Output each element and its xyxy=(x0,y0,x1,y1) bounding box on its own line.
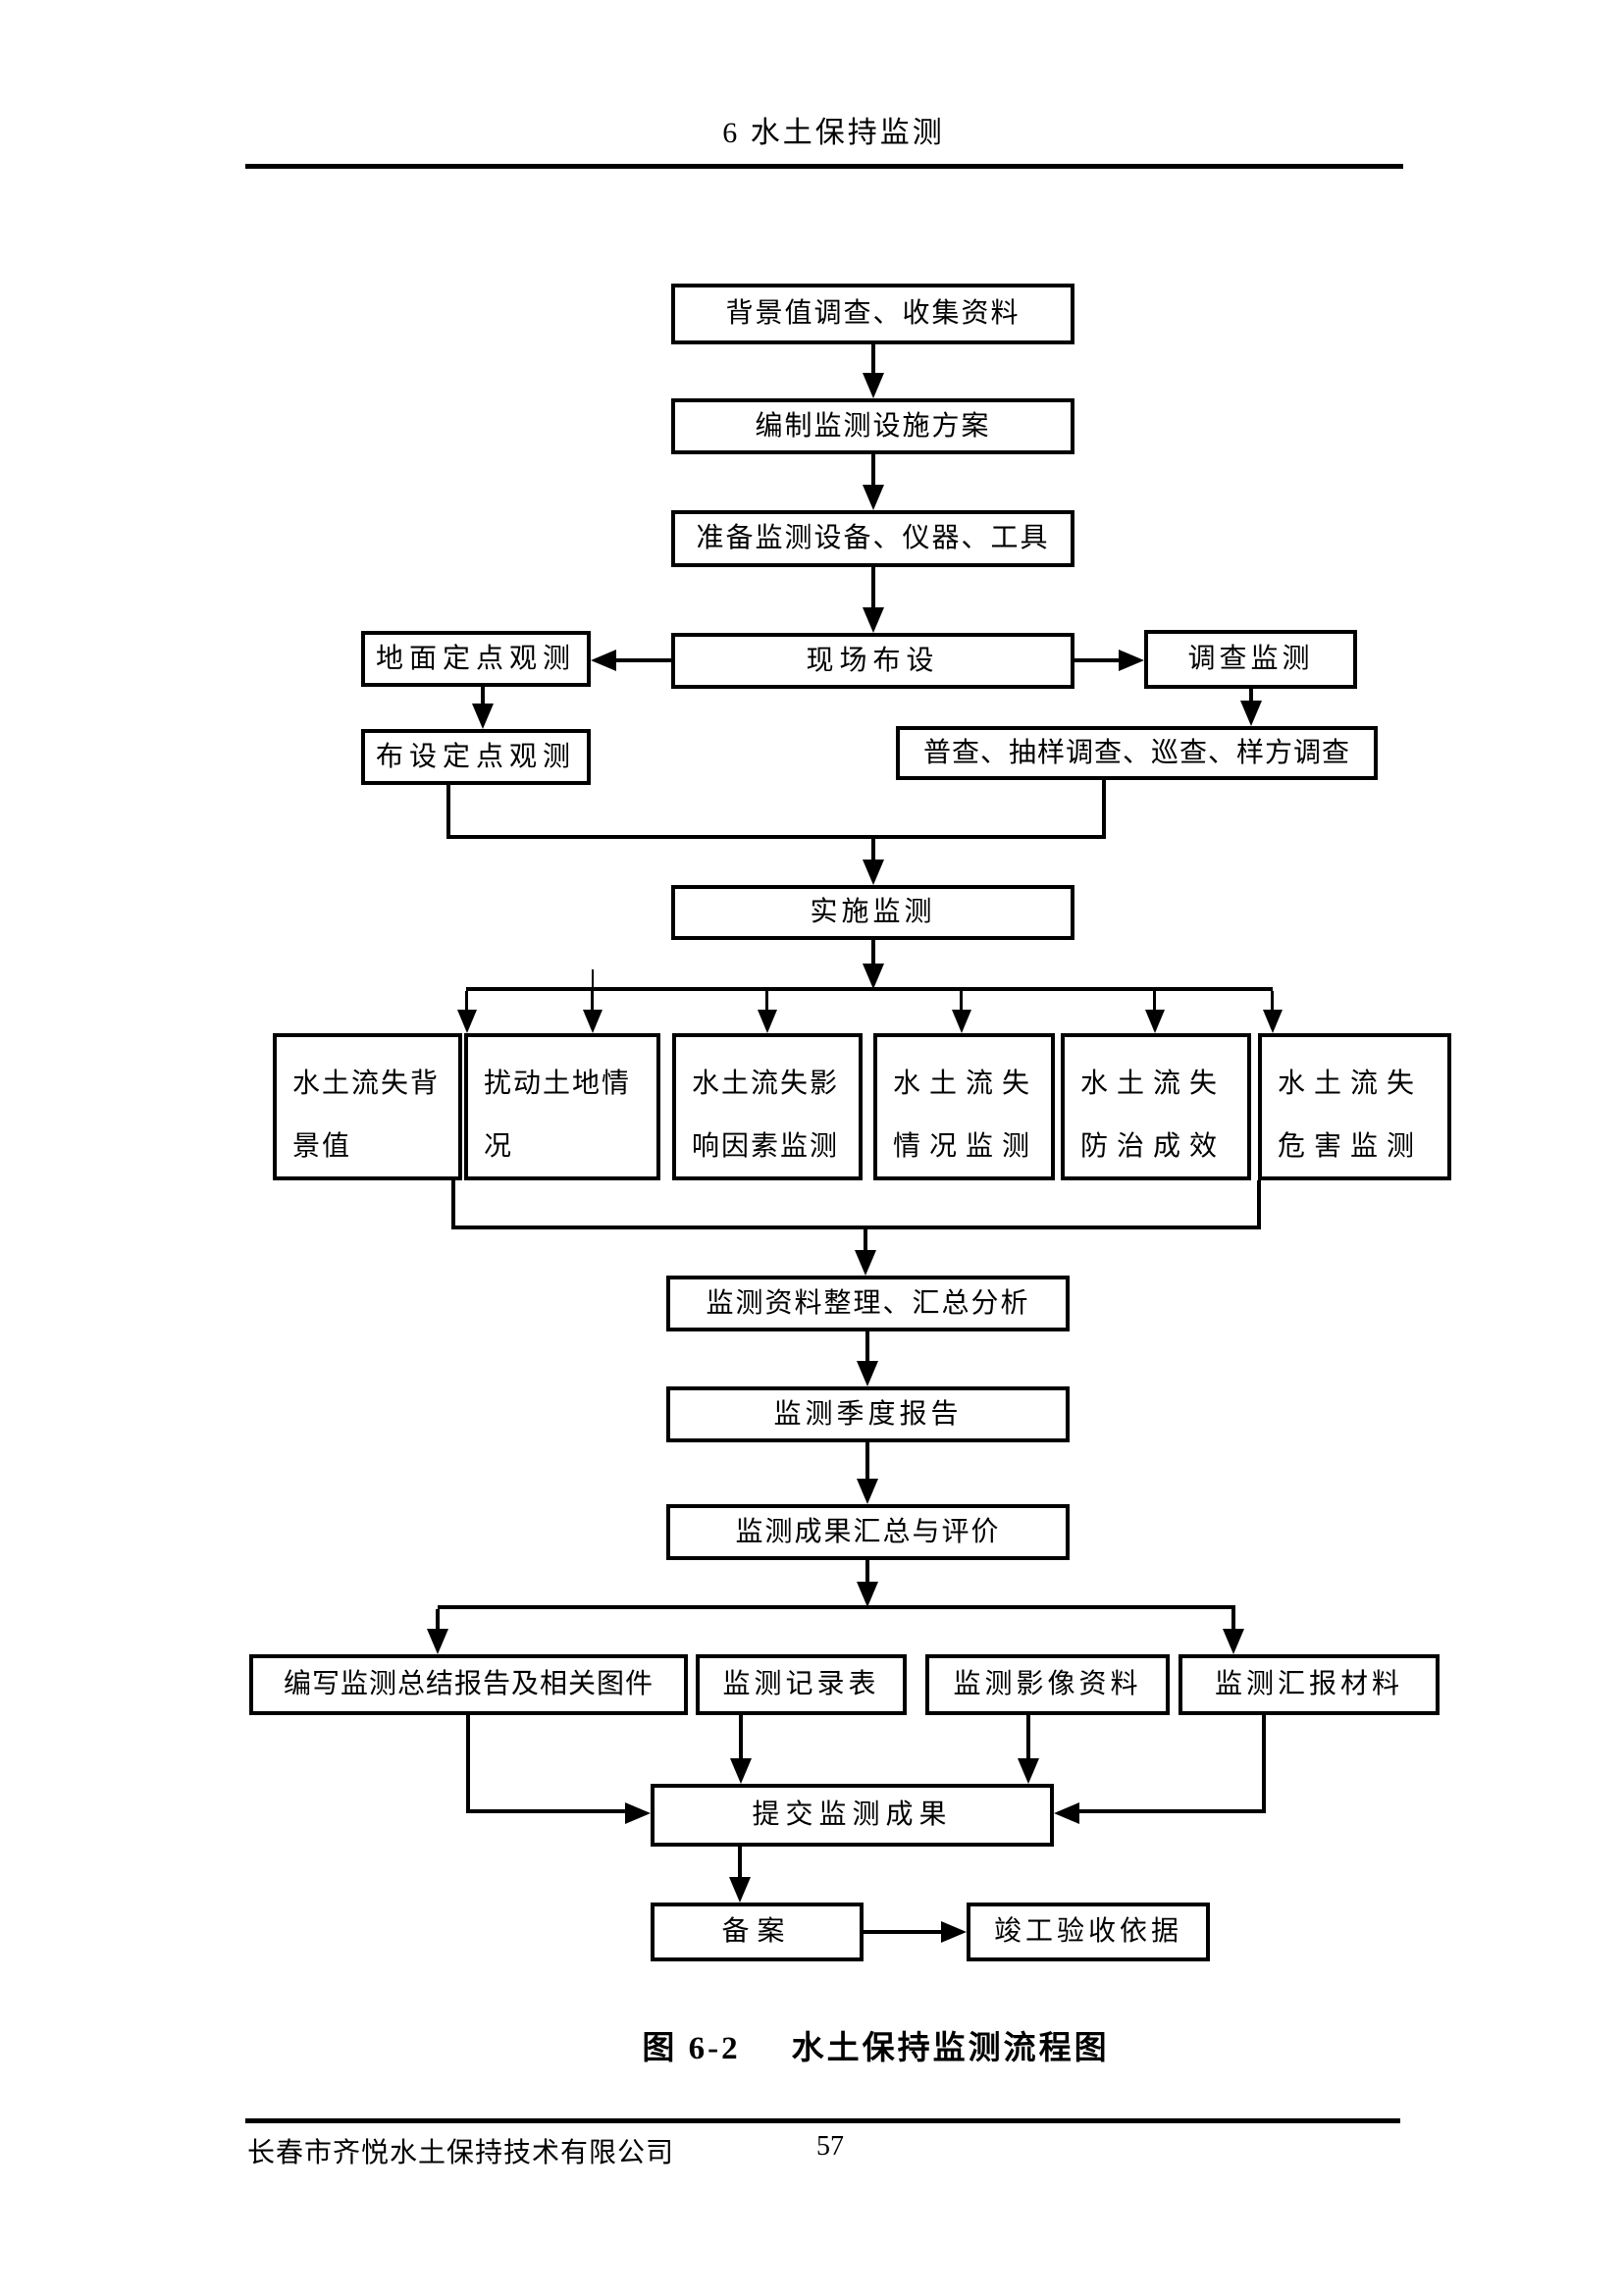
arrowhead-down-icon xyxy=(1223,1629,1244,1654)
arrowhead-down-icon xyxy=(1240,701,1262,726)
arrowhead-down-icon xyxy=(863,373,884,398)
arrowhead-right-icon xyxy=(1119,650,1144,671)
flow-line xyxy=(466,987,1273,991)
flow-line xyxy=(1102,780,1106,839)
node-disturbed-land: 扰动土地情况 xyxy=(464,1033,660,1180)
node-imagery-data: 监测影像资料 xyxy=(925,1654,1170,1715)
flow-line xyxy=(436,1609,440,1629)
node-submit-results: 提交监测成果 xyxy=(651,1784,1054,1847)
flow-line xyxy=(871,344,875,375)
flow-line xyxy=(1231,1609,1235,1629)
node-erosion-background: 水土流失背景值 xyxy=(273,1033,462,1180)
flow-line xyxy=(591,991,594,1010)
flow-line xyxy=(738,1847,742,1877)
flow-line xyxy=(1079,1809,1264,1813)
figure-caption-label: 图 6-2 xyxy=(642,2031,741,2066)
node-data-analysis: 监测资料整理、汇总分析 xyxy=(666,1276,1070,1331)
arrowhead-down-icon xyxy=(863,607,884,633)
node-fixed-point-observation: 布设定点观测 xyxy=(361,729,591,785)
arrowhead-right-icon xyxy=(941,1921,967,1943)
node-site-layout: 现场布设 xyxy=(671,633,1074,689)
arrowhead-left-icon xyxy=(591,650,616,671)
arrowhead-down-icon xyxy=(1018,1758,1039,1784)
page-header-title: 6 水土保持监测 xyxy=(722,117,945,149)
flow-line xyxy=(1271,991,1274,1010)
flow-line xyxy=(865,1442,869,1479)
arrowhead-down-icon xyxy=(857,1361,878,1386)
flow-line xyxy=(871,454,875,485)
arrowhead-down-icon xyxy=(863,860,884,885)
node-hazard-monitoring: 水土流失危害监测 xyxy=(1258,1033,1451,1180)
arrowhead-left-icon xyxy=(1054,1802,1079,1824)
flow-line xyxy=(446,835,1106,839)
flow-line xyxy=(451,1226,1261,1229)
arrowhead-down-icon xyxy=(857,1582,878,1607)
node-background-survey: 背景值调查、收集资料 xyxy=(671,284,1074,344)
arrowhead-down-icon xyxy=(855,1250,876,1276)
flow-line xyxy=(1262,1715,1266,1813)
flow-line xyxy=(871,940,875,964)
node-equipment: 准备监测设备、仪器、工具 xyxy=(671,510,1074,567)
node-erosion-status: 水土流失情况监测 xyxy=(873,1033,1055,1180)
arrowhead-down-icon xyxy=(427,1629,448,1654)
flow-line xyxy=(871,567,875,609)
flow-line xyxy=(466,1809,625,1813)
flow-line xyxy=(466,1715,470,1813)
node-quarterly-report: 监测季度报告 xyxy=(666,1386,1070,1442)
flow-line xyxy=(481,687,485,704)
arrowhead-down-icon xyxy=(472,704,494,729)
node-acceptance-basis: 竣工验收依据 xyxy=(967,1903,1210,1961)
arrowhead-down-icon xyxy=(758,1010,777,1033)
figure-caption-title: 水土保持监测流程图 xyxy=(791,2031,1110,2066)
arrowhead-down-icon xyxy=(863,964,884,989)
arrowhead-down-icon xyxy=(952,1010,971,1033)
flow-line xyxy=(960,991,963,1010)
node-report-materials: 监测汇报材料 xyxy=(1179,1654,1440,1715)
arrowhead-down-icon xyxy=(857,1479,878,1504)
flow-line xyxy=(865,1331,869,1361)
flow-line xyxy=(864,1930,941,1934)
node-impact-factors: 水土流失影响因素监测 xyxy=(672,1033,863,1180)
arrowhead-down-icon xyxy=(1145,1010,1165,1033)
node-control-effect: 水土流失防治成效 xyxy=(1061,1033,1251,1180)
flow-line xyxy=(446,785,450,839)
flow-line xyxy=(1153,991,1156,1010)
flow-line xyxy=(1257,1180,1261,1229)
flow-line xyxy=(871,839,875,860)
node-survey-monitoring: 调查监测 xyxy=(1144,630,1357,689)
flow-line xyxy=(1249,689,1253,701)
flow-line xyxy=(1026,1715,1030,1758)
flow-line xyxy=(865,1560,869,1582)
flow-line xyxy=(765,991,768,1010)
arrowhead-down-icon xyxy=(583,1010,602,1033)
footer-company: 长春市齐悦水土保持技术有限公司 xyxy=(247,2138,675,2168)
arrowhead-right-icon xyxy=(625,1802,651,1824)
node-plan: 编制监测设施方案 xyxy=(671,398,1074,454)
flow-line xyxy=(438,1605,1235,1609)
node-record-table: 监测记录表 xyxy=(696,1654,907,1715)
flow-line xyxy=(592,969,594,987)
arrowhead-down-icon xyxy=(863,485,884,510)
footer-rule xyxy=(245,2118,1400,2123)
figure-caption: 图 6-2 水土保持监测流程图 xyxy=(64,2021,1624,2068)
page-number: 57 xyxy=(816,2131,844,2162)
arrowhead-down-icon xyxy=(457,1010,477,1033)
flow-line xyxy=(864,1229,867,1250)
arrowhead-down-icon xyxy=(1263,1010,1283,1033)
flow-line xyxy=(1074,658,1119,662)
flow-line xyxy=(451,1180,455,1229)
node-filing: 备案 xyxy=(651,1903,864,1961)
flow-line xyxy=(614,658,671,662)
node-summary-report: 编写监测总结报告及相关图件 xyxy=(249,1654,688,1715)
node-results-evaluation: 监测成果汇总与评价 xyxy=(666,1504,1070,1560)
arrowhead-down-icon xyxy=(730,1758,752,1784)
arrowhead-down-icon xyxy=(729,1877,751,1903)
header-rule xyxy=(245,164,1403,169)
node-census: 普查、抽样调查、巡查、样方调查 xyxy=(896,726,1378,780)
flow-line xyxy=(465,991,468,1010)
node-ground-observation: 地面定点观测 xyxy=(361,631,591,687)
flow-line xyxy=(739,1715,743,1758)
node-implement: 实施监测 xyxy=(671,885,1074,940)
